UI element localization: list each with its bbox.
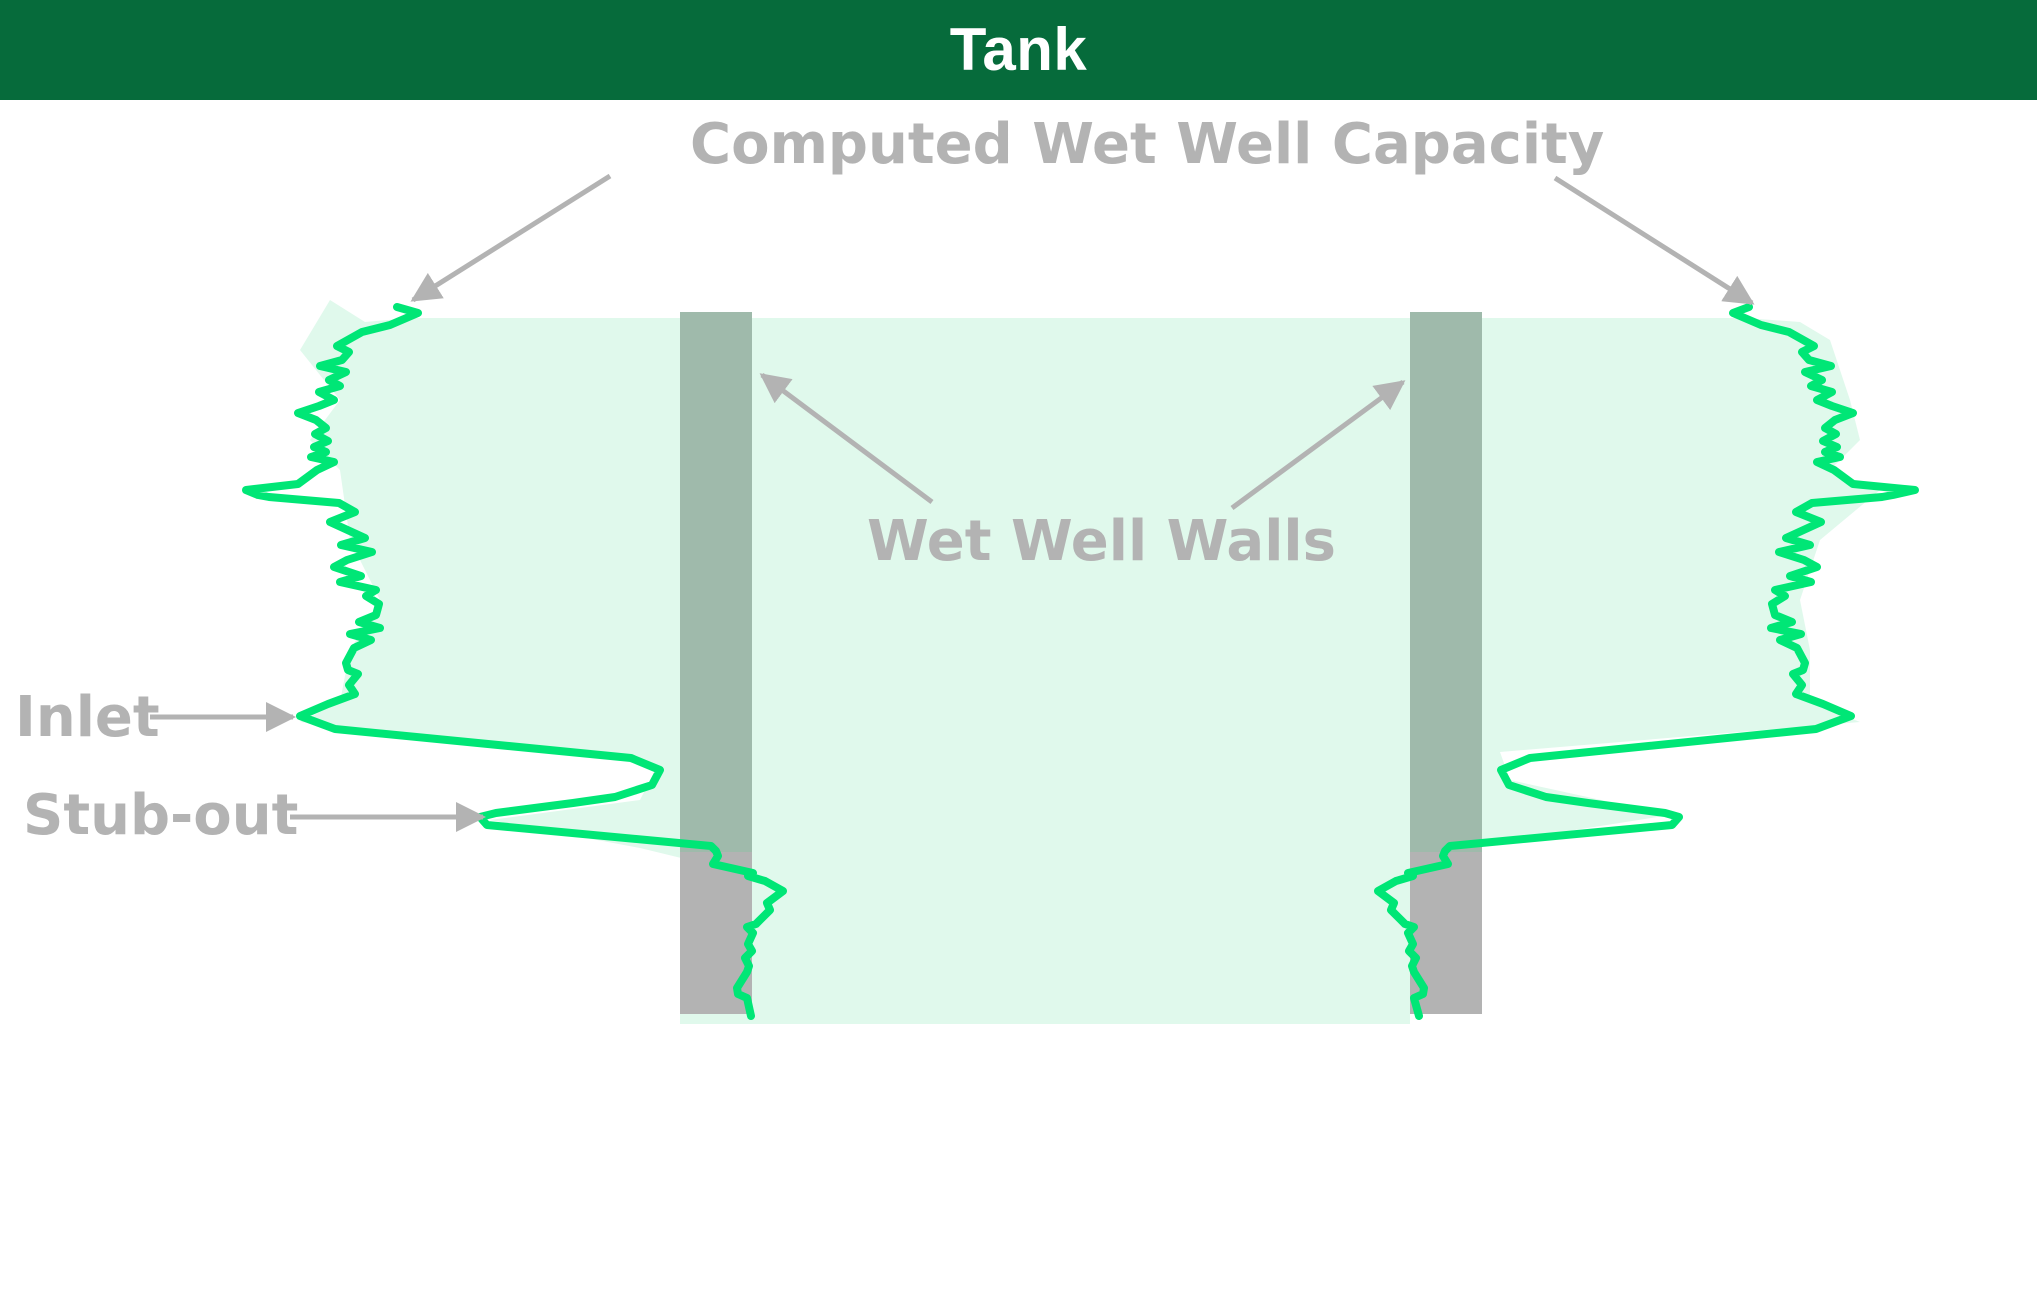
right-outline: [1374, 303, 1919, 1020]
left-wall: [680, 312, 752, 852]
wet-well-capacity-area: [300, 300, 1880, 1024]
walls-arrow-left: [759, 372, 934, 505]
stub-out-label: Stub-out: [23, 783, 298, 848]
annotation-arrows: [150, 173, 1755, 832]
excavation-outline: [242, 303, 1919, 1020]
right-wall: [1410, 312, 1482, 852]
inlet-label: Inlet: [15, 685, 160, 750]
page-title: Tank: [949, 16, 1088, 83]
capacity-region-left: [300, 300, 710, 865]
capacity-label: Computed Wet Well Capacity: [690, 112, 1604, 177]
walls-label: Wet Well Walls: [867, 509, 1336, 574]
walls-arrow-right: [1230, 379, 1406, 511]
capacity-arrow-left: [410, 173, 612, 303]
capacity-arrow-right: [1553, 175, 1755, 306]
left-outline: [242, 303, 787, 1020]
title-bar: Tank: [0, 0, 2037, 100]
capacity-region-center: [680, 318, 1410, 1024]
capacity-region-right: [1410, 318, 1880, 865]
